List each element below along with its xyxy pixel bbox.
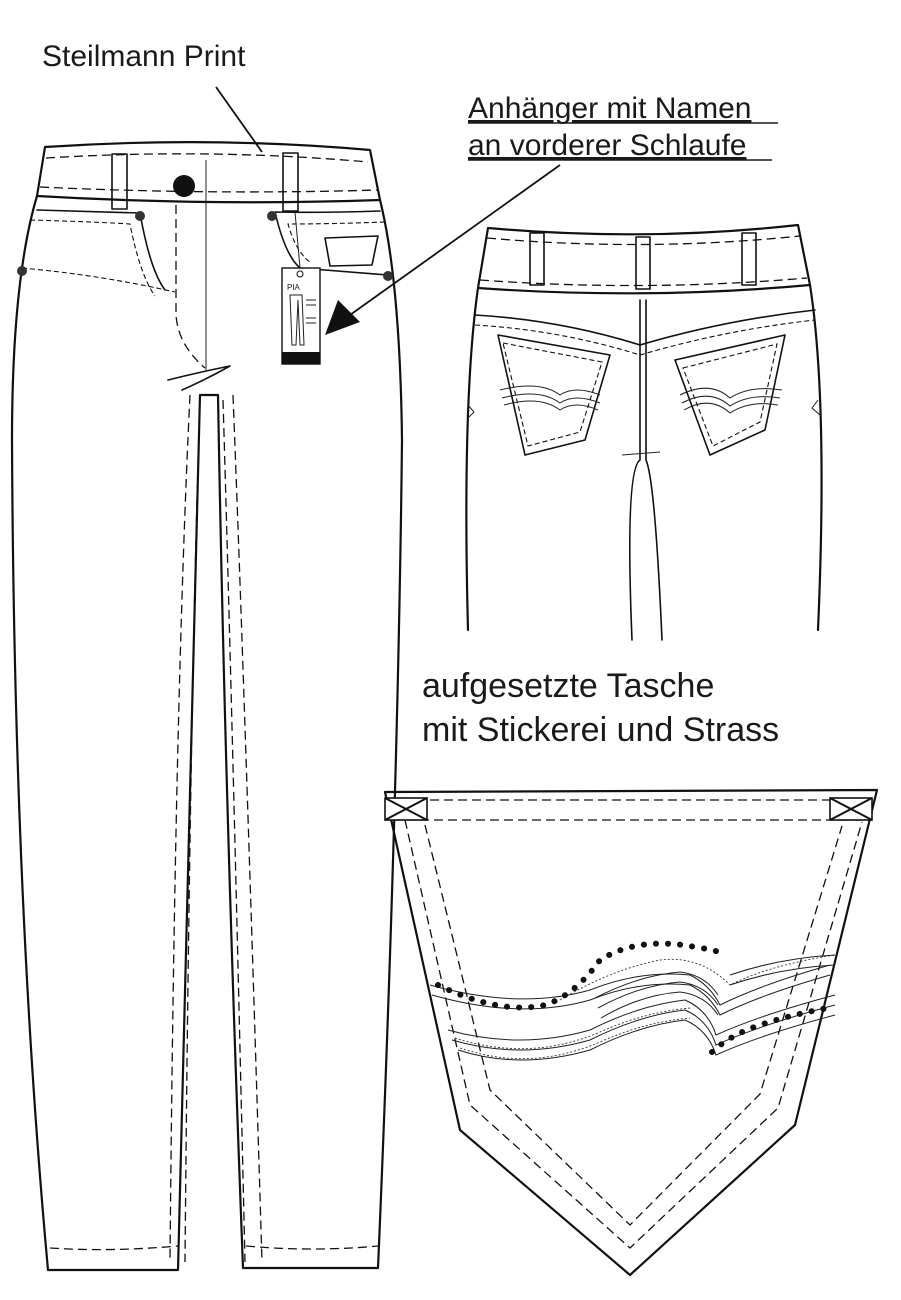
label-pocket-line2: mit Stickerei und Strass [422, 711, 779, 749]
front-view: PIA [10, 141, 404, 1272]
bartack-right-icon [829, 797, 873, 821]
pocket-detail [383, 788, 879, 1277]
arrowhead-icon [325, 300, 360, 335]
hang-tag-brand: PIA [287, 283, 301, 292]
label-steilmann-print: Steilmann Print [42, 40, 246, 73]
hang-tag: PIA [281, 211, 321, 365]
leader-line-tag [349, 164, 561, 316]
button-icon [173, 175, 195, 197]
bartack-left-icon [384, 797, 428, 821]
label-pocket-line1: aufgesetzte Tasche [422, 667, 714, 705]
back-view [465, 223, 823, 641]
leader-line-print [215, 86, 263, 153]
rhinestone-row-top [435, 940, 723, 1011]
label-tag-line2: an vorderer Schlaufe [468, 129, 747, 162]
label-tag-line1: Anhänger mit Namen [468, 92, 751, 125]
